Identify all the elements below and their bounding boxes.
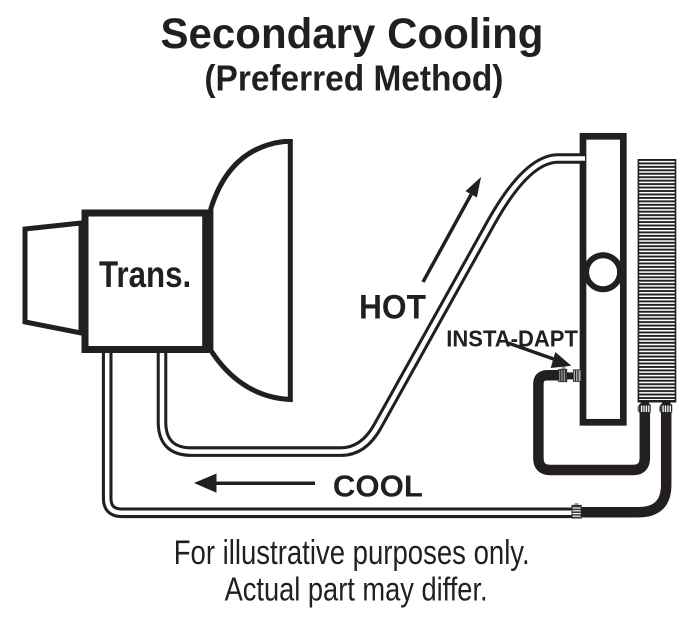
- svg-text:HOT: HOT: [359, 288, 426, 326]
- svg-text:Trans.: Trans.: [99, 254, 191, 295]
- svg-text:For illustrative purposes only: For illustrative purposes only.: [174, 534, 530, 572]
- svg-text:(Preferred Method): (Preferred Method): [204, 58, 503, 98]
- svg-text:Secondary Cooling: Secondary Cooling: [161, 10, 544, 58]
- svg-text:INSTA-DAPT: INSTA-DAPT: [446, 326, 578, 352]
- svg-text:COOL: COOL: [333, 469, 423, 504]
- svg-text:Actual part may differ.: Actual part may differ.: [225, 571, 488, 608]
